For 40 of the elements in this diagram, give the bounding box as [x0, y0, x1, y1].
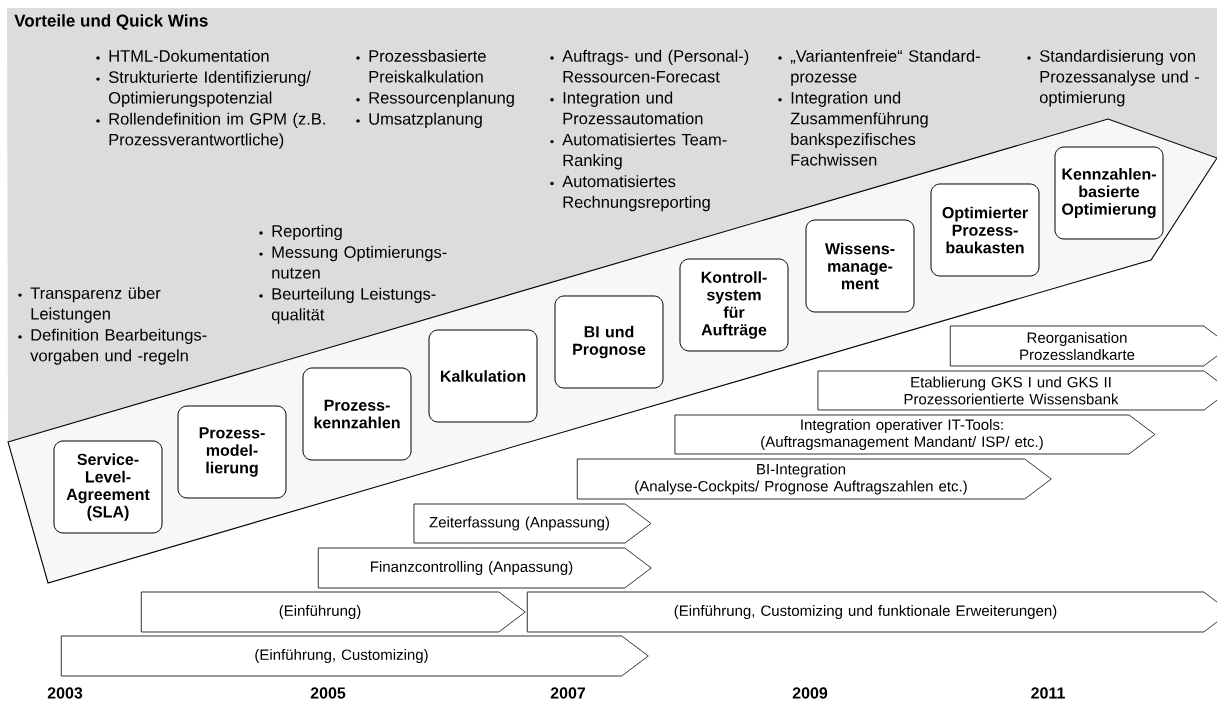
bullet-item: Beurteilung Leistungs- qualität	[271, 287, 436, 324]
bullet-item: Definition Bearbeitungs- vorgaben und -regeln	[30, 328, 207, 365]
bullet-item: Strukturierte Identifizierung/ Optimierungspotenzial	[108, 70, 311, 107]
title: Vorteile und Quick Wins	[14, 14, 208, 30]
bullet-item: Automatisiertes Rechnungsreporting	[562, 175, 710, 212]
bullet-item: Ressourcenplanung	[369, 91, 514, 107]
bullet-item: Standardisierung von Prozessanalyse und - optimierung	[1039, 49, 1199, 107]
year-label: 2009	[792, 687, 828, 699]
year-label: 2011	[1031, 687, 1065, 699]
bullet-item: HTML-Dokumentation	[109, 49, 269, 62]
phase-bar: Zeiterfassung (Anpassung)	[413, 503, 652, 544]
milestone-box: Optimierter Prozess- baukasten	[930, 183, 1040, 277]
phase-bar: (Einführung)	[140, 591, 526, 633]
bullet-item: Integration und Zusammenführung bankspezifisches Fachwissen	[790, 91, 928, 166]
milestone-box: Kalkulation	[428, 329, 538, 423]
bullet-item: Umsatzplanung	[369, 112, 482, 128]
milestone-box: Service- Level- Agreement (SLA)	[53, 440, 163, 534]
phase-bar: (Einführung, Customizing)	[60, 635, 649, 677]
milestone-box: Prozess- model- lierung	[177, 405, 287, 499]
milestone-box: Kennzahlen- basierte Optimierung	[1054, 146, 1164, 240]
milestone-box: Wissens- manage- ment	[805, 219, 915, 313]
phase-bar: Finanzcontrolling (Anpassung)	[317, 547, 652, 589]
phase-bar: Integration operativer IT-Tools: (Auftragsmanagement Mandant/ ISP/ etc.)	[674, 414, 1156, 455]
phase-bar: (Einführung, Customizing und funktionale Erweiterungen)	[526, 591, 1217, 633]
milestone-box: Kontroll- system für Aufträge	[679, 258, 789, 352]
bullet-item: Auftrags- und (Personal-) Ressourcen-Forecast	[562, 49, 749, 83]
milestone-box: Prozess- kennzahlen	[302, 367, 412, 461]
bullet-item: Transparenz über Leistungen	[30, 286, 161, 323]
phase-bar: Etablierung GKS I und GKS II Prozessorientierte Wissensbank	[817, 370, 1217, 411]
bullet-item: Rollendefinition im GPM (z.B. Prozessverantwortliche)	[109, 112, 325, 149]
milestone-box: BI und Prognose	[554, 295, 664, 389]
bullet-item: Messung Optimierungs- nutzen	[272, 245, 447, 279]
bullet-item: Reporting	[272, 224, 342, 241]
year-label: 2003	[47, 687, 83, 699]
phase-bar: BI-Integration (Analyse-Cockpits/ Prognose Auftragszahlen etc.)	[576, 458, 1052, 500]
bullet-item: Integration und Prozessautomation	[563, 91, 703, 125]
phase-bar: Reorganisation Prozesslandkarte	[949, 325, 1217, 367]
bullet-item: Prozessbasierte Preiskalkulation	[369, 49, 486, 83]
bullet-item: „Variantenfreie“ Standard- prozesse	[790, 49, 980, 86]
bullet-item: Automatisiertes Team- Ranking	[562, 133, 727, 170]
